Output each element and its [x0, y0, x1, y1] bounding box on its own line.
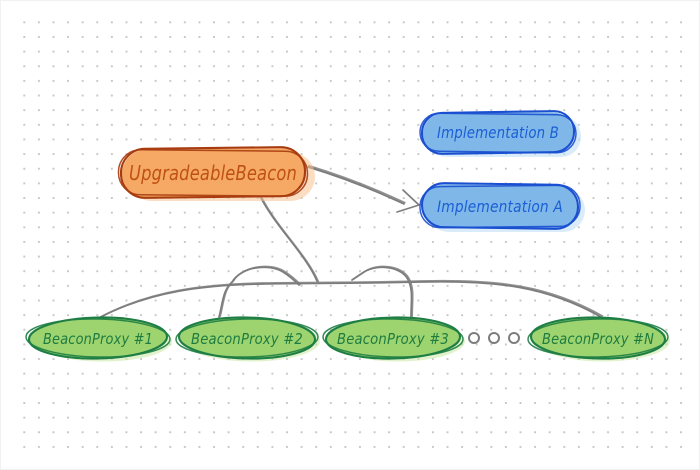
node-beacon-proxy-3[interactable]: BeaconProxy #3 [322, 316, 465, 362]
arrowhead-icon [396, 189, 420, 213]
connector-proxy2-hop[interactable] [218, 265, 302, 318]
node-label-implementation-a: Implementation A [437, 197, 563, 216]
ellipsis-dot [508, 332, 520, 344]
node-beacon-proxy-n[interactable]: BeaconProxy #N [527, 316, 670, 362]
node-implementation-a[interactable]: Implementation A [419, 182, 585, 232]
node-label-beacon-proxy-1: BeaconProxy #1 [43, 330, 153, 348]
node-beacon-proxy-1[interactable]: BeaconProxy #1 [25, 316, 172, 362]
node-upgradeable-beacon[interactable]: UpgradeableBeacon [117, 146, 315, 201]
node-label-beacon-proxy-3: BeaconProxy #3 [337, 330, 449, 348]
node-beacon-proxy-2[interactable]: BeaconProxy #2 [175, 316, 320, 362]
node-label-beacon-proxy-n: BeaconProxy #N [542, 330, 654, 348]
node-label-beacon-proxy-2: BeaconProxy #2 [191, 330, 303, 348]
connector-proxies-main-swoop[interactable] [98, 279, 604, 319]
connector-beacon-down[interactable] [260, 197, 320, 283]
node-label-implementation-b: Implementation B [437, 123, 559, 142]
connector-proxy3-hop[interactable] [351, 265, 414, 318]
ellipsis-dot [488, 332, 500, 344]
beacon-to-implementation-a-arrow[interactable] [307, 164, 420, 213]
node-label-upgradeable-beacon: UpgradeableBeacon [129, 161, 297, 185]
dot-grid-background [17, 15, 685, 453]
node-implementation-b[interactable]: Implementation B [419, 110, 581, 157]
connectors [98, 164, 604, 319]
ellipsis-dot [468, 332, 480, 344]
ellipsis-more-proxies [468, 332, 520, 344]
